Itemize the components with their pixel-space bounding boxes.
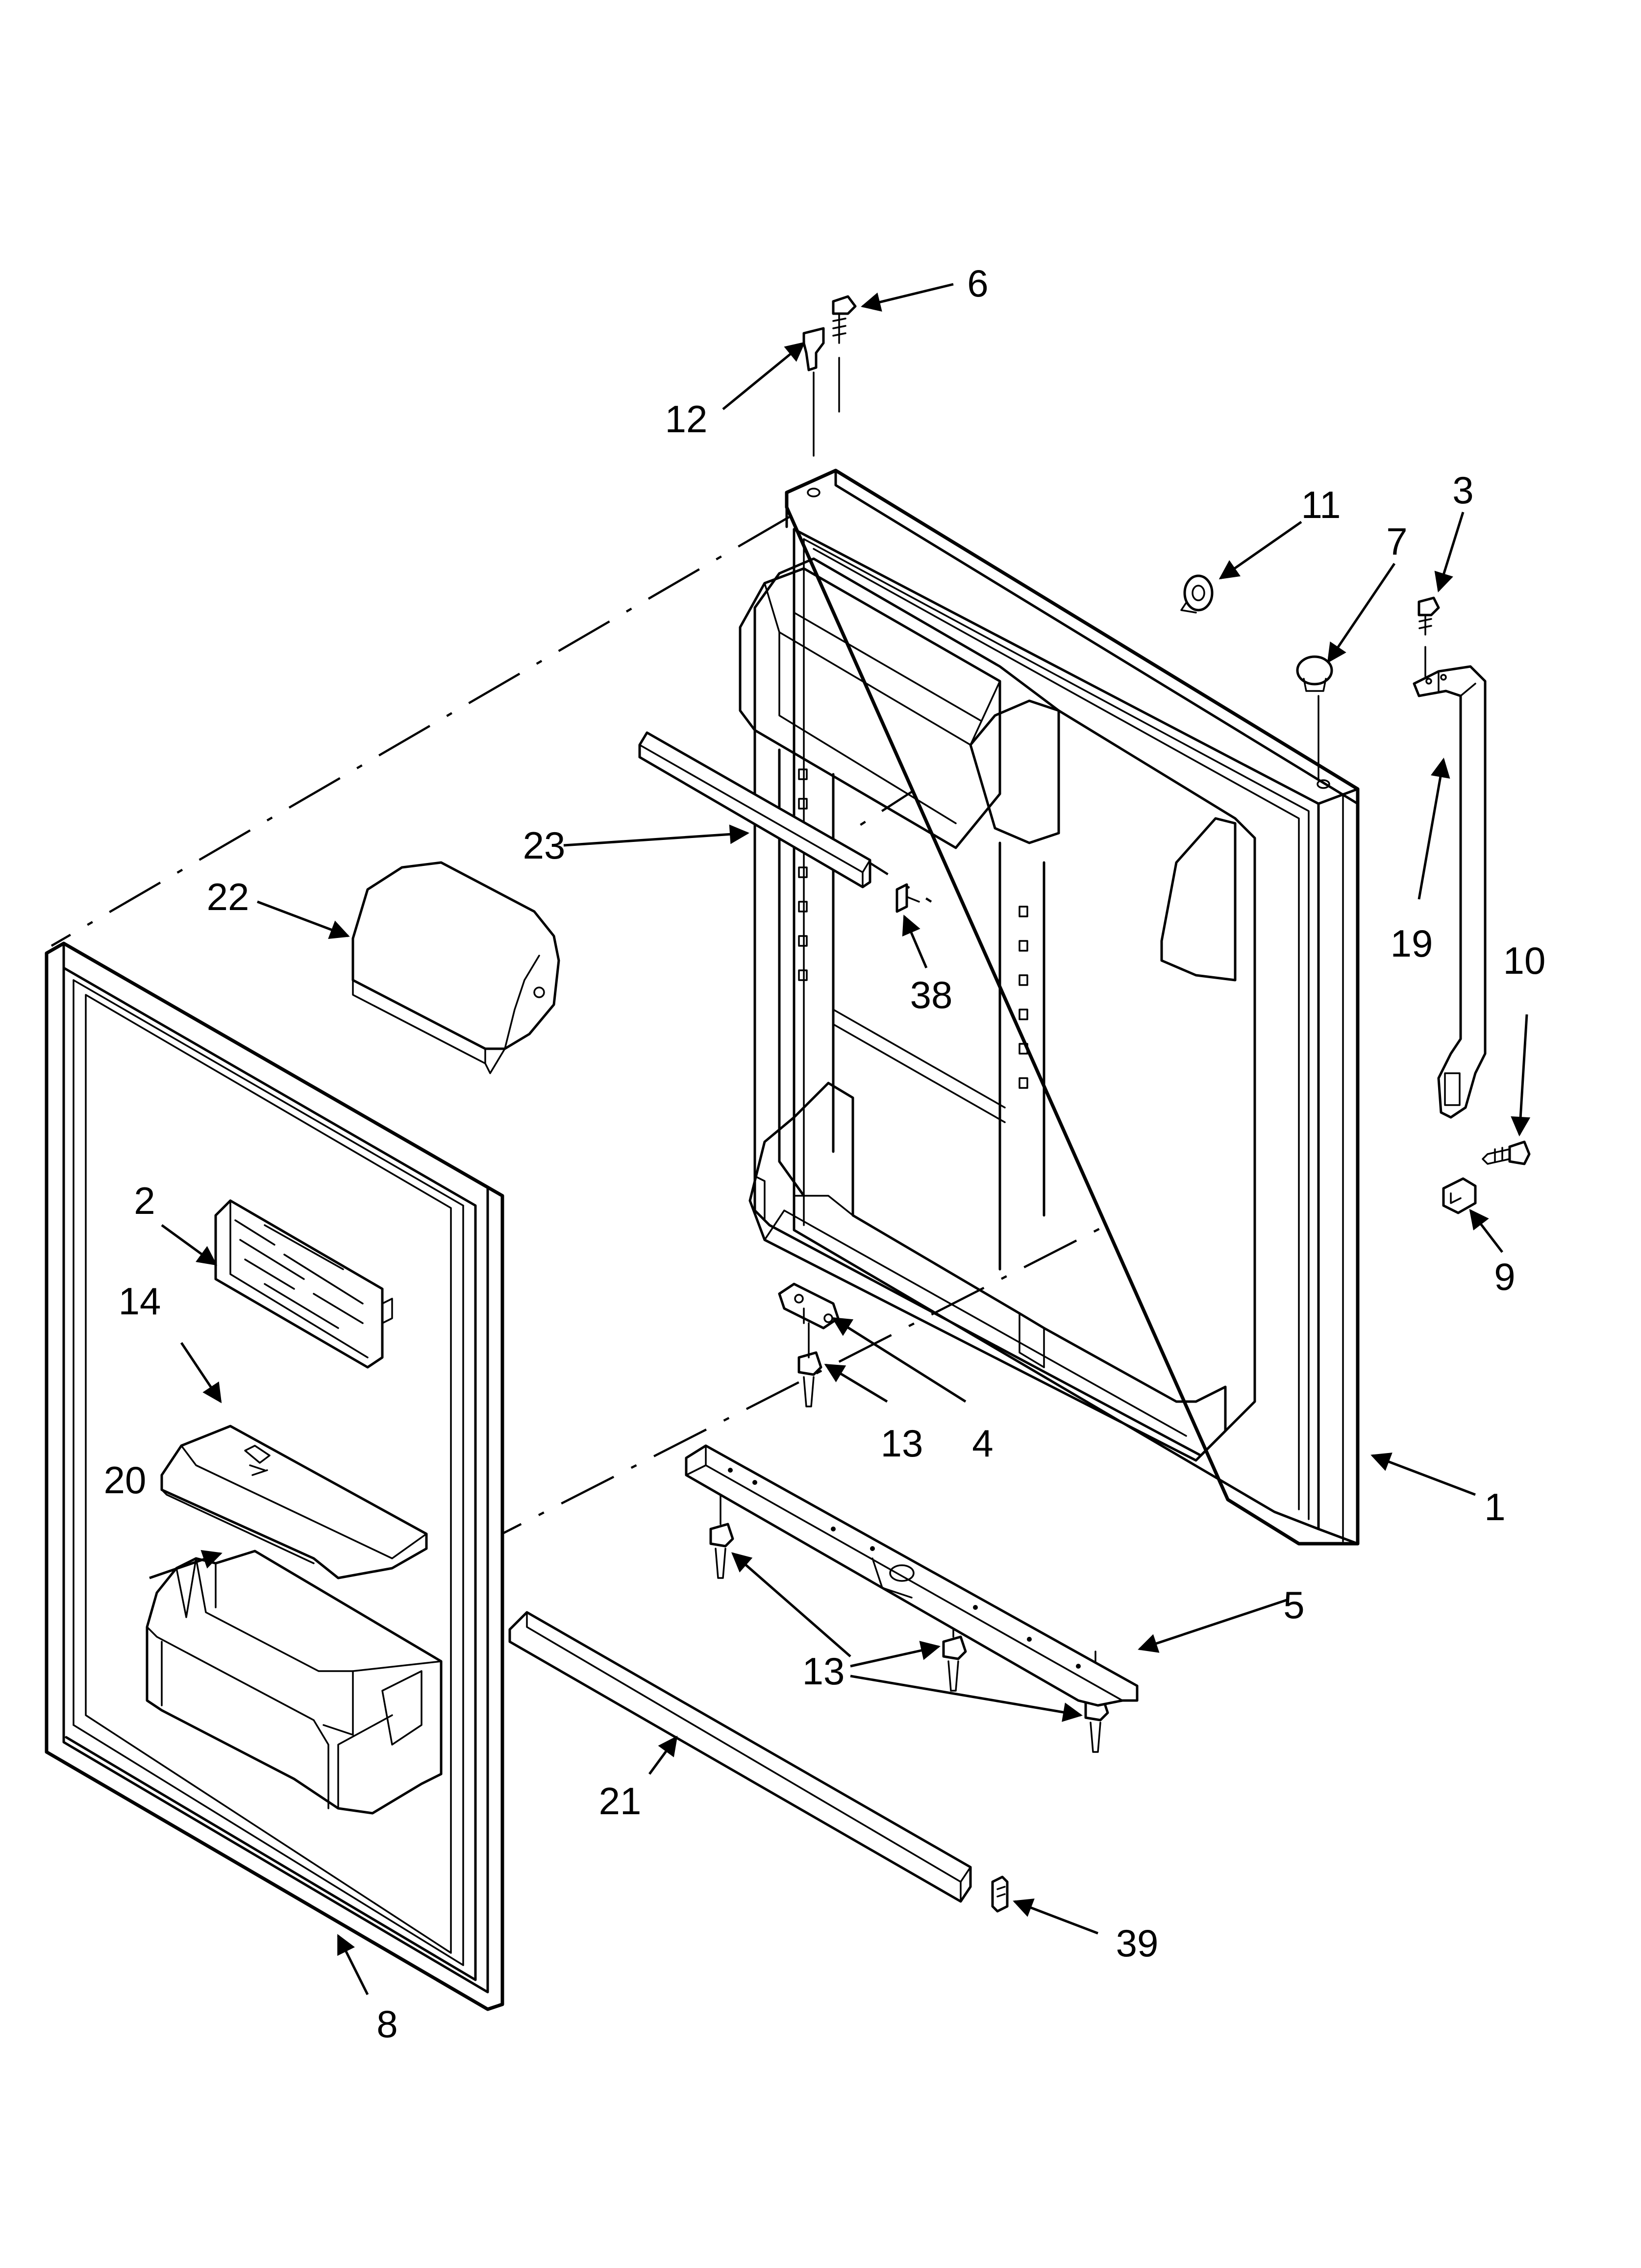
part-11-clip bbox=[1180, 574, 1214, 614]
part-6-screw bbox=[832, 295, 857, 413]
part-12-plug bbox=[802, 327, 825, 457]
callout-12: 12 bbox=[665, 397, 708, 441]
callout-13-upper: 13 bbox=[880, 1422, 923, 1465]
part-7-plug bbox=[1296, 655, 1333, 780]
part-21-trim bbox=[508, 1611, 972, 1903]
part-9-clip bbox=[1442, 1177, 1477, 1214]
callout-23: 23 bbox=[522, 824, 566, 867]
callout-14: 14 bbox=[118, 1280, 161, 1323]
door-assembly bbox=[739, 468, 1360, 1546]
callout-39: 39 bbox=[1116, 1922, 1159, 1965]
callout-7: 7 bbox=[1386, 520, 1408, 563]
part-5-bracket bbox=[685, 1444, 1139, 1707]
part-19-bracket bbox=[1413, 665, 1487, 1119]
part-3-screw bbox=[1417, 596, 1440, 677]
callout-22: 22 bbox=[206, 875, 249, 918]
callout-4: 4 bbox=[972, 1422, 994, 1465]
leader-arrows bbox=[149, 283, 1531, 1996]
callout-2: 2 bbox=[134, 1179, 155, 1222]
part-22-cover bbox=[351, 861, 560, 1074]
part-23-rail bbox=[638, 731, 871, 888]
callout-9: 9 bbox=[1494, 1255, 1516, 1298]
callout-10: 10 bbox=[1503, 939, 1546, 982]
part-14-shelf bbox=[160, 1425, 428, 1579]
callout-21: 21 bbox=[598, 1779, 642, 1823]
part-39-clip bbox=[991, 1875, 1009, 1913]
callout-11: 11 bbox=[1301, 483, 1341, 526]
part-2-cover bbox=[214, 1199, 393, 1369]
callout-3: 3 bbox=[1452, 468, 1474, 512]
part-38-clip bbox=[895, 883, 920, 913]
callout-8: 8 bbox=[376, 2002, 398, 2046]
callout-13-lower: 13 bbox=[802, 1650, 845, 1693]
callout-1: 1 bbox=[1484, 1485, 1506, 1528]
callout-19: 19 bbox=[1390, 922, 1433, 965]
part-10-screw bbox=[1482, 1140, 1531, 1165]
callout-38: 38 bbox=[910, 973, 953, 1016]
part-13-screws bbox=[709, 1322, 1109, 1753]
callout-20: 20 bbox=[103, 1458, 147, 1502]
part-4-hinge bbox=[778, 1282, 840, 1330]
callout-5: 5 bbox=[1283, 1583, 1305, 1627]
callout-6: 6 bbox=[967, 262, 989, 305]
part-20-bin bbox=[146, 1550, 443, 1815]
